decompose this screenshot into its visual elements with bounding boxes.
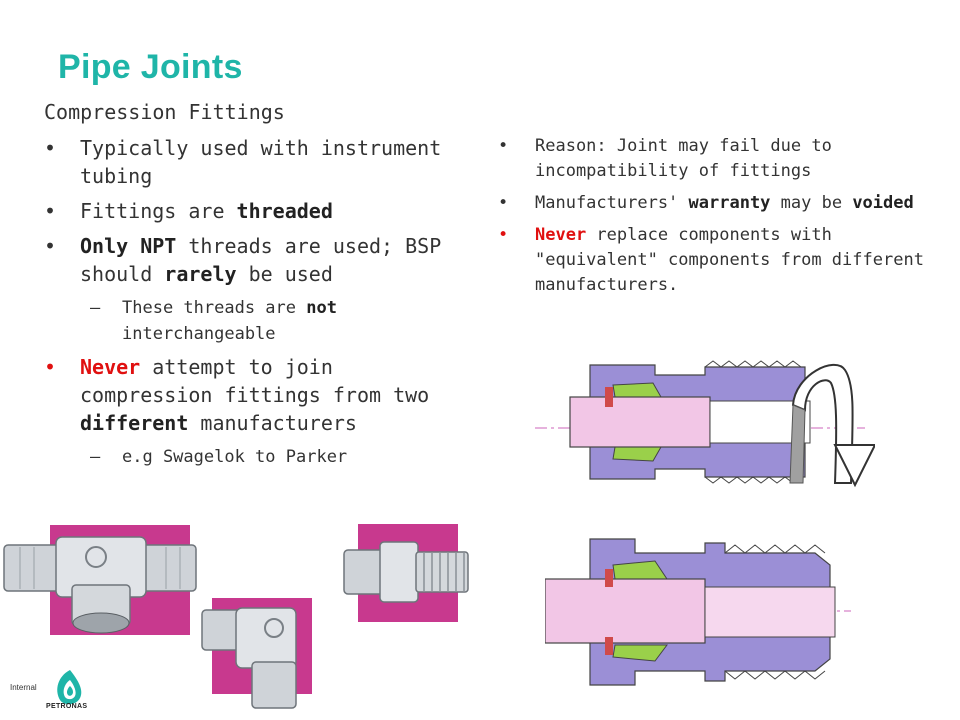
page-title: Pipe Joints [58,48,243,86]
male-connector-photo [343,524,469,622]
petronas-logo [57,670,82,705]
petronas-logo-text: PETRONAS [46,703,88,710]
bullet-marker: • [498,225,509,245]
bullet-text: replace components with "equivalent" com… [535,225,924,295]
bullet-text: manufacturers [188,411,357,435]
bullet-text: Reason: Joint may fail due to incompatib… [535,136,832,181]
bullet-text: e.g Swagelok to Parker [122,447,348,467]
warning-emphasis: Never [80,355,141,379]
bullet-emphasis: warranty [688,193,771,213]
list-item: • Never attempt to join compression fitti… [44,353,454,437]
bullet-emphasis: rarely [164,262,237,286]
bullet-emphasis: not [306,298,337,318]
dash-marker: – [90,447,101,467]
list-item: • Manufacturers' warranty may be voided [498,191,938,216]
classification-label: Internal [10,683,37,692]
bullet-text: may be [770,193,853,213]
bullet-text: These threads are [122,298,307,318]
list-item: • Only NPT threads are used; BSP should r… [44,232,454,288]
bullet-marker: • [44,234,57,258]
bullet-marker: • [44,136,57,160]
bullet-text: threads are used; BSP should [80,234,442,286]
bullet-text: be used [236,262,333,286]
bullet-emphasis: different [80,411,189,435]
bullet-marker: • [44,355,57,379]
fitting-cross-section-assembled [545,538,851,686]
section-subheading: Compression Fittings [44,100,285,124]
list-item: • Fittings are threaded [44,197,454,225]
bullet-emphasis: Only NPT [80,234,177,258]
bullet-marker: • [498,193,509,213]
bullet-text: Typically used with instrument tubing [80,136,442,188]
elbow-fitting-photo [201,598,312,709]
bullet-marker: • [498,136,509,156]
bullet-text: attempt to join compression fittings fro… [80,355,430,407]
list-item: • Typically used with instrument tubing [44,134,454,190]
dash-marker: – [90,298,101,318]
right-bullet-list: • Reason: Joint may fail due to incompati… [498,134,938,305]
bullet-marker: • [44,199,57,223]
sub-list-item: – These threads are not interchangeable [44,295,454,347]
bullet-text: Manufacturers' [535,193,689,213]
bullet-emphasis: voided [852,193,914,213]
warning-emphasis: Never [535,225,587,245]
fitting-cross-section-rotation [535,360,875,488]
list-item: • Reason: Joint may fail due to incompati… [498,134,938,184]
left-bullet-list: • Typically used with instrument tubing •… [44,134,454,476]
list-item: • Never replace components with "equivale… [498,223,938,298]
bullet-emphasis: threaded [236,199,333,223]
bullet-text: Fittings are [80,199,237,223]
sub-list-item: – e.g Swagelok to Parker [44,444,454,470]
tee-fitting-photo [3,525,197,635]
bullet-text: interchangeable [122,324,276,344]
